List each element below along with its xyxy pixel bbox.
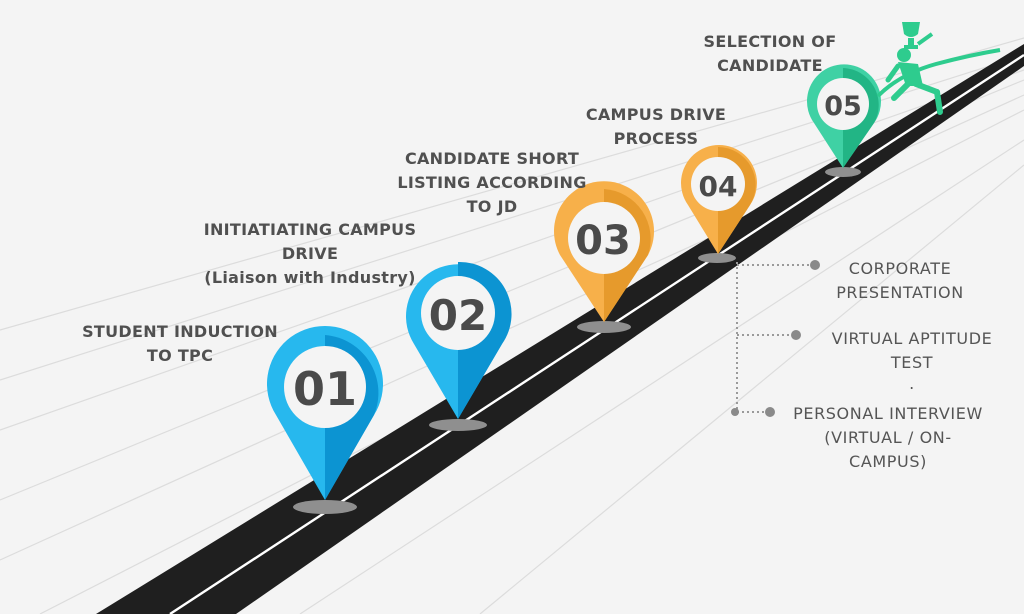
step-03-title-line: CANDIDATE SHORT [404,149,580,168]
step-05-title-line: SELECTION OF [703,32,837,51]
sub-step-line: CORPORATE [848,259,952,278]
sub-step-corporate-presentation: CORPORATE PRESENTATION [820,257,980,305]
connector-dots [731,260,820,417]
pin-step-03: 03 [554,181,654,322]
sub-step-line: VIRTUAL APTITUDE [831,329,993,348]
step-02-title-line: (Liaison with Industry) [204,268,416,287]
step-04-title-line: PROCESS [613,129,699,148]
step-02-title-line: INITIATIATING CAMPUS [203,220,417,239]
step-05-title: SELECTION OF CANDIDATE [680,30,860,78]
step-02-number: 02 [429,291,487,340]
step-04-title-line: CAMPUS DRIVE [585,105,727,124]
step-05-number: 05 [824,91,862,122]
step-01-title: STUDENT INDUCTION TO TPC [60,320,300,368]
step-03-title-line: TO JD [466,197,518,216]
pin-step-04: 04 [681,145,757,254]
sub-step-line: (VIRTUAL / ON- [824,428,952,447]
sub-step-line: CAMPUS) [849,452,927,471]
pin-step-01: 01 [267,325,383,500]
sub-step-personal-interview: PERSONAL INTERVIEW (VIRTUAL / ON- CAMPUS… [788,402,988,474]
sub-step-line: TEST [890,353,934,372]
pin-step-05: 05 [806,64,881,168]
step-04-number: 04 [699,170,738,203]
step-03-number: 03 [575,218,631,264]
background-perspective-lines [0,37,1024,614]
sub-step-line: PRESENTATION [836,283,964,302]
road-center-line [169,53,1024,614]
pin-step-02: 02 [406,261,512,419]
step-04-title: CAMPUS DRIVE PROCESS [556,103,756,151]
step-02-title-line: DRIVE [281,244,339,263]
step-05-title-line: CANDIDATE [717,56,823,75]
sub-step-line: . [909,374,915,393]
runner-with-trophy-icon [876,22,1001,115]
step-02-title: INITIATIATING CAMPUS DRIVE (Liaison with… [180,218,440,290]
sub-step-line: PERSONAL INTERVIEW [793,404,983,423]
pin-shadows [293,167,861,514]
step-01-title-line: TO TPC [146,346,214,365]
step-01-number: 01 [293,362,357,416]
sub-step-virtual-aptitude-test: VIRTUAL APTITUDE TEST . [817,327,1007,393]
step-03-title: CANDIDATE SHORT LISTING ACCORDING TO JD [372,147,612,219]
step-03-title-line: LISTING ACCORDING [397,173,587,192]
step-01-title-line: STUDENT INDUCTION [82,322,278,341]
